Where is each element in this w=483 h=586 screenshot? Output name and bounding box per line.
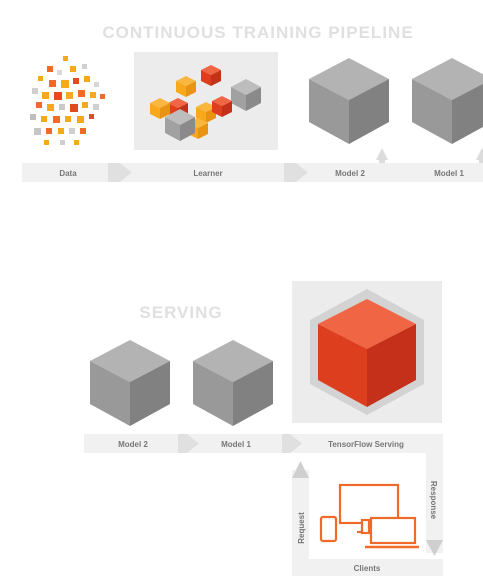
clients-band (292, 559, 443, 576)
label-learner: Learner (193, 169, 222, 178)
arrow-icon (426, 540, 443, 556)
label-clients: Clients (354, 564, 381, 573)
request-band (292, 470, 309, 574)
label-data: Data (59, 169, 77, 178)
serving-label-tfserving: TensorFlow Serving (328, 440, 404, 449)
serving-label-model-1: Model 1 (221, 440, 251, 449)
tensorflow-serving-cube-icon (310, 289, 424, 415)
serving-label-model-2: Model 2 (118, 440, 148, 449)
model-cube-icon (90, 340, 170, 426)
arrow-icon (282, 434, 302, 453)
arrow-icon (284, 163, 308, 182)
label-model-1: Model 1 (434, 169, 464, 178)
training-band (22, 163, 483, 182)
data-scatter-icon (30, 56, 105, 145)
response-band (426, 453, 443, 553)
label-response: Response (429, 481, 438, 520)
serving-title: SERVING (139, 303, 222, 322)
arrow-icon (108, 163, 132, 182)
label-model-2: Model 2 (335, 169, 365, 178)
arrow-icon (292, 461, 309, 478)
model-cube-icon (412, 58, 483, 144)
arrow-icon (476, 148, 483, 163)
devices-icon (319, 483, 419, 549)
label-request: Request (297, 512, 306, 544)
model-cube-icon (193, 340, 273, 426)
serving-band (84, 434, 443, 453)
training-title: CONTINUOUS TRAINING PIPELINE (102, 23, 413, 42)
arrow-icon (178, 434, 199, 453)
arrow-icon (376, 148, 388, 163)
model-cube-icon (309, 58, 389, 144)
